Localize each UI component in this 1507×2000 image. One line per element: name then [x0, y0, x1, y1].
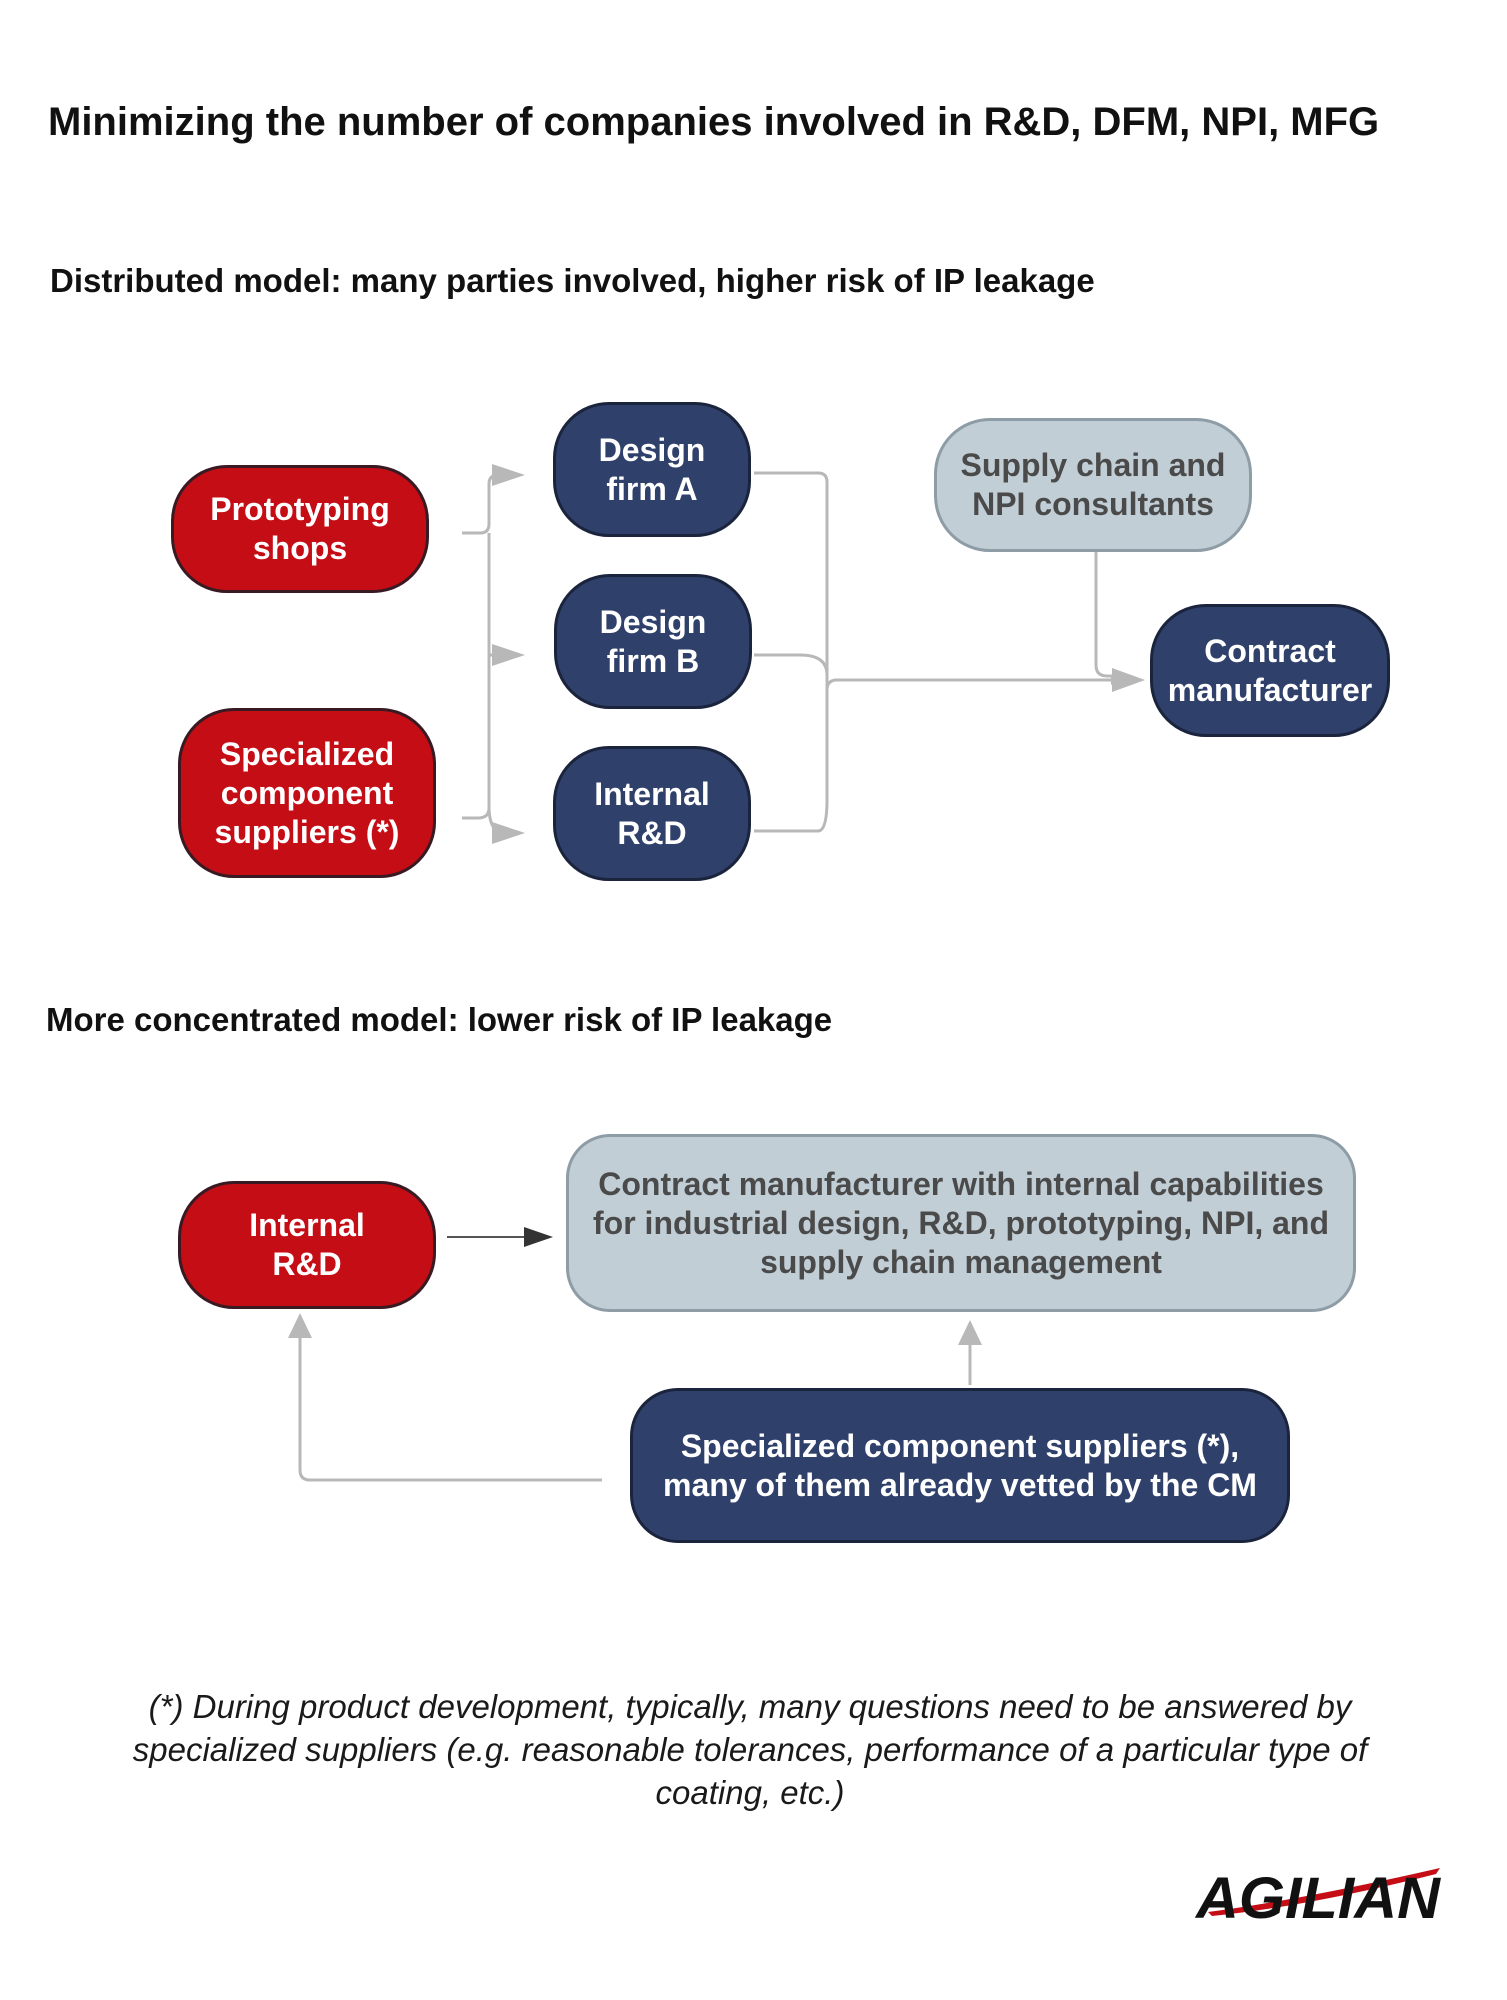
- specialized-suppliers-node: Specialized component suppliers (*): [178, 708, 436, 878]
- node-label-line: R&D: [272, 1246, 342, 1282]
- suppliers-connector: [462, 806, 491, 820]
- design-firm-b-node: Design firm B: [554, 574, 752, 709]
- logo-swoosh: [1208, 1868, 1440, 1916]
- node-label-line: shops: [252, 530, 348, 566]
- design-a-connector: [754, 471, 829, 833]
- node-label-line: Design: [598, 431, 706, 468]
- supply-chain-consultants-node: Supply chain and NPI consultants: [934, 418, 1252, 552]
- internal-rd-node: Internal R&D: [553, 746, 751, 881]
- arrowhead-up-cm: [958, 1320, 982, 1345]
- prototyping-shops-node: Prototyping shops: [171, 465, 429, 593]
- node-label-line: component: [220, 774, 394, 811]
- page-title: Minimizing the number of companies invol…: [48, 100, 1380, 144]
- node-label-line: for industrial design, R&D, prototyping,…: [593, 1204, 1329, 1241]
- node-label-line: suppliers (*): [214, 813, 400, 850]
- footnote-line: (*) During product development, typicall…: [148, 1688, 1352, 1725]
- design-firm-a-node: Design firm A: [553, 402, 751, 537]
- node-label-line: Specialized component suppliers (*),: [680, 1427, 1240, 1464]
- footnote: (*) During product development, typicall…: [60, 1685, 1440, 1814]
- vetted-suppliers-node: Specialized component suppliers (*), man…: [630, 1388, 1290, 1543]
- integrated-contract-manufacturer-node: Contract manufacturer with internal capa…: [566, 1134, 1356, 1312]
- node-label-line: many of them already vetted by the CM: [663, 1466, 1257, 1503]
- node-label-line: Contract manufacturer with internal capa…: [598, 1165, 1324, 1202]
- node-label-line: Internal: [249, 1207, 365, 1243]
- concentrated-internal-rd-node: Internal R&D: [178, 1181, 436, 1309]
- node-label-line: manufacturer: [1167, 671, 1373, 708]
- agilian-logo: AGILIAN: [1194, 1866, 1441, 1930]
- consultants-connector: [1094, 552, 1120, 678]
- node-label-line: firm B: [606, 642, 700, 679]
- design-b-connector: [754, 653, 829, 676]
- node-label-line: Specialized: [219, 735, 395, 772]
- node-label-line: R&D: [617, 814, 687, 851]
- node-label-line: firm A: [606, 470, 698, 507]
- node-label-line: supply chain management: [760, 1243, 1162, 1280]
- footnote-line: coating, etc.): [655, 1774, 845, 1811]
- arrowhead-up-rd: [288, 1313, 312, 1338]
- footnote-line: specialized suppliers (e.g. reasonable t…: [132, 1731, 1368, 1768]
- arrowhead-rd-to-cm: [524, 1227, 553, 1247]
- node-label-line: Prototyping: [210, 491, 390, 527]
- arrowhead-internal-rd: [492, 822, 525, 844]
- distributed-model-heading: Distributed model: many parties involved…: [50, 262, 1095, 299]
- node-label-line: Design: [599, 603, 707, 640]
- arrowhead-design-b: [492, 644, 525, 666]
- merge-to-cm-connector: [825, 675, 1121, 691]
- node-label-line: NPI consultants: [972, 486, 1214, 522]
- node-label-line: Supply chain and: [960, 447, 1226, 483]
- suppliers-to-rd-connector: [295, 1317, 602, 1482]
- contract-manufacturer-node: Contract manufacturer: [1150, 604, 1390, 737]
- arrowhead-design-a: [492, 464, 525, 486]
- node-label-line: Internal: [594, 775, 710, 812]
- node-label-line: Contract: [1204, 632, 1336, 669]
- logo-text: AGILIAN: [1194, 1866, 1441, 1930]
- concentrated-model-heading: More concentrated model: lower risk of I…: [46, 1001, 833, 1038]
- arrowhead-cm: [1112, 668, 1145, 692]
